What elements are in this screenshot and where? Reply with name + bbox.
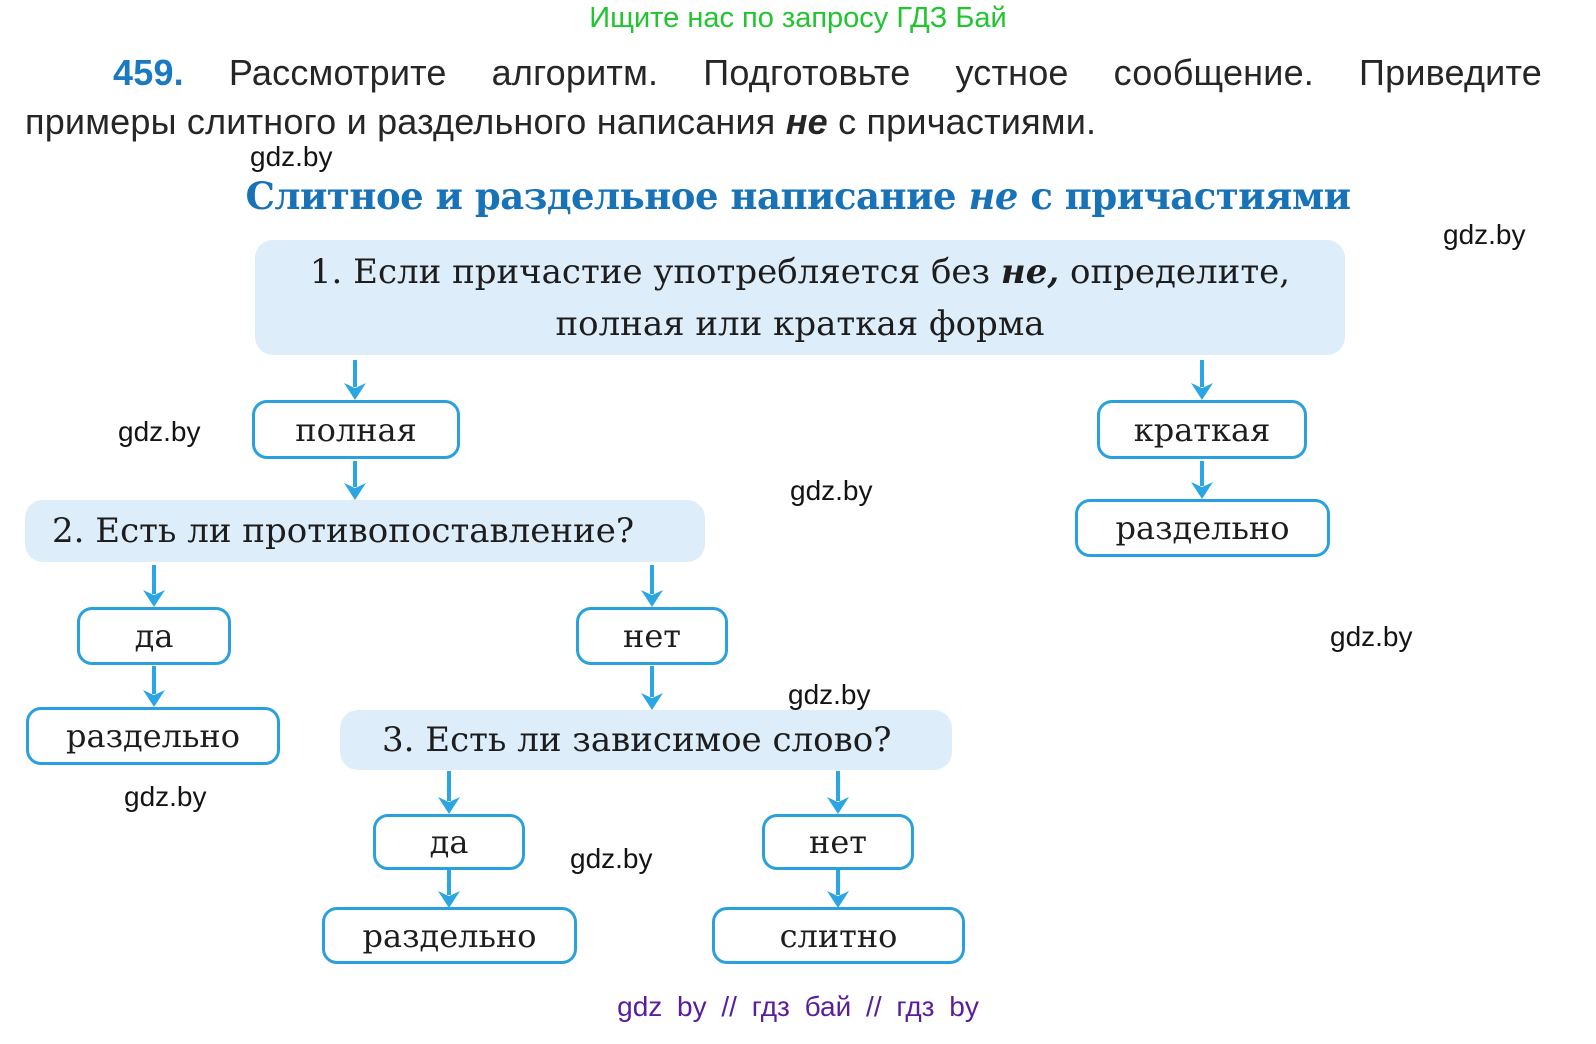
step-1-line2: полная или краткая форма <box>555 303 1045 344</box>
gdzby-watermark: gdz.by <box>790 475 873 506</box>
arrow-down-icon <box>438 870 460 908</box>
task-line-2: примеры слитного и раздельного написания… <box>25 97 1542 146</box>
gdzby-watermark: gdz.by <box>250 141 333 172</box>
node-polnaya: полная <box>252 400 460 459</box>
node-razdelno-right: раздельно <box>1075 499 1330 557</box>
arrow-down-icon <box>344 360 366 400</box>
diagram-title: Слитное и раздельное написание не с прич… <box>8 174 1588 218</box>
node-net-2: нет <box>762 814 914 870</box>
gdzby-watermark: gdz.by <box>788 679 871 710</box>
step-1-emphasis-ne: не, <box>1000 251 1060 292</box>
node-razdelno-left: раздельно <box>26 707 280 765</box>
node-slitno: слитно <box>712 907 965 964</box>
node-da-1: да <box>77 607 231 665</box>
task-paragraph: 459. Рассмотрите алгоритм. Подготовьте у… <box>25 48 1542 146</box>
gdzby-watermark: gdz.by <box>1330 621 1413 652</box>
arrow-down-icon <box>827 771 849 814</box>
arrow-down-icon <box>143 565 165 607</box>
gdzby-watermark: gdz.by <box>1443 219 1526 250</box>
step-2-box: 2. Есть ли противопоставление? <box>25 500 705 562</box>
footer-watermark: gdz by // гдз бай // гдз by <box>617 991 979 1022</box>
arrow-down-icon <box>1191 461 1213 499</box>
arrow-down-icon <box>827 870 849 908</box>
arrow-down-icon <box>641 666 663 710</box>
diagram-title-emphasis-ne: не <box>968 174 1018 218</box>
task-text-line2-start: примеры слитного и раздельного написания <box>25 101 776 142</box>
node-da-2: да <box>373 814 525 870</box>
promo-banner: Ищите нас по запросу ГДЗ Бай <box>589 2 1007 34</box>
step-1-box: 1. Если причастие употребляется без не, … <box>255 240 1345 355</box>
task-text-line2-end: с причастиями. <box>838 101 1097 142</box>
arrow-down-icon <box>641 565 663 607</box>
step-1-line1-start: 1. Если причастие употребляется без <box>309 251 991 292</box>
arrow-down-icon <box>438 771 460 814</box>
diagram-title-part2: с причастиями <box>1030 174 1351 218</box>
node-net-1: нет <box>576 607 728 665</box>
step-1-line1-end: определите, <box>1069 251 1291 292</box>
task-number: 459. <box>113 52 184 93</box>
gdzby-watermark: gdz.by <box>118 416 201 447</box>
task-emphasis-ne: не <box>785 101 828 142</box>
node-razdelno-bottom: раздельно <box>322 907 577 964</box>
gdzby-watermark: gdz.by <box>124 781 207 812</box>
node-kratkaya: краткая <box>1097 400 1307 459</box>
diagram-title-part1: Слитное и раздельное написание <box>245 174 957 218</box>
arrow-down-icon <box>344 461 366 500</box>
arrow-down-icon <box>1191 360 1213 400</box>
step-3-box: 3. Есть ли зависимое слово? <box>340 710 952 770</box>
arrow-down-icon <box>143 666 165 707</box>
step-1-line1: 1. Если причастие употребляется без не, … <box>310 252 1290 292</box>
gdzby-watermark: gdz.by <box>570 843 653 874</box>
task-line-1: 459. Рассмотрите алгоритм. Подготовьте у… <box>25 48 1542 97</box>
task-text-line1: Рассмотрите алгоритм. Подготовьте устное… <box>228 52 1542 93</box>
